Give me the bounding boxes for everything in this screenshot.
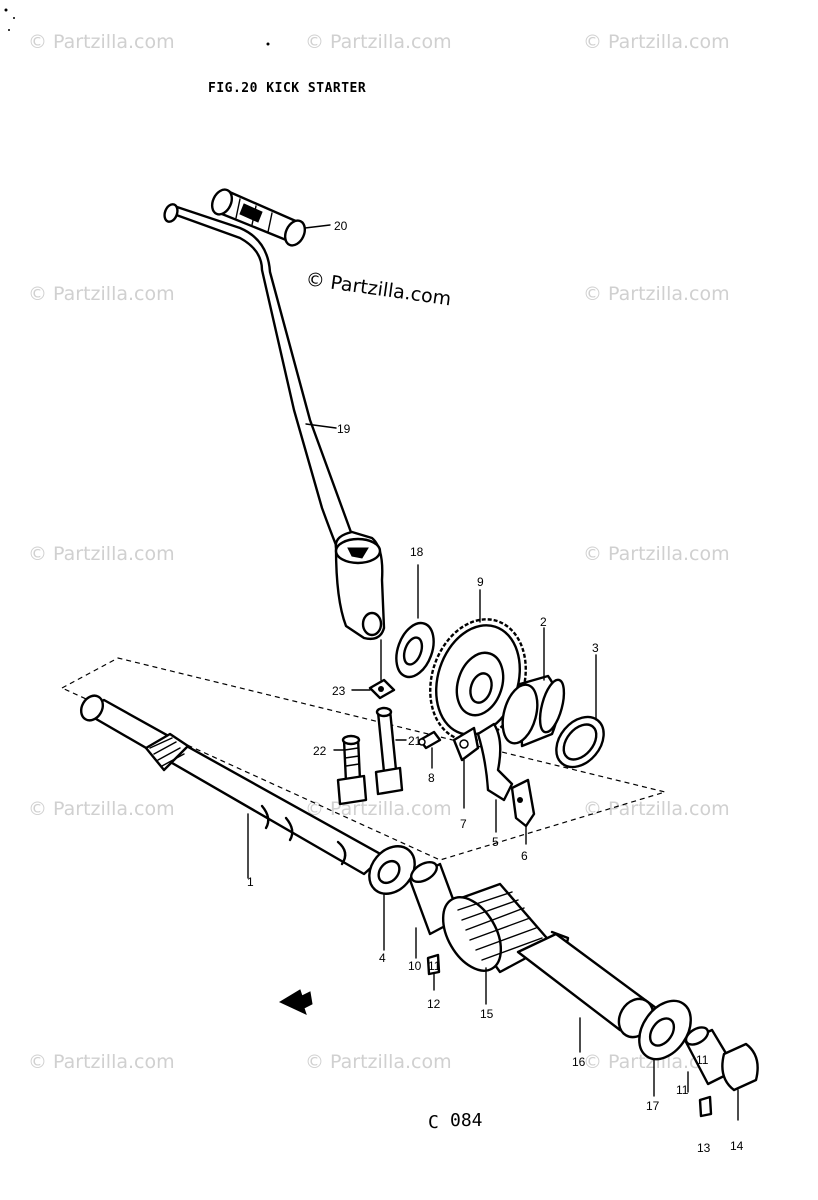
callout-6: 6 — [521, 849, 528, 863]
figure-code-prefix: C — [428, 1112, 439, 1133]
callout-12: 12 — [427, 997, 441, 1011]
drive-gear — [429, 618, 527, 742]
washer-17 — [638, 999, 692, 1061]
callout-14: 14 — [730, 1139, 744, 1153]
cap-14 — [721, 1042, 759, 1092]
subassembly-outline — [60, 657, 668, 861]
washer-23 — [368, 678, 396, 700]
scan-specks — [4, 8, 270, 46]
bolt-22 — [336, 734, 368, 806]
callout-labels: 1 2 3 4 5 6 7 8 9 10 11 11 11 12 13 14 1… — [247, 219, 744, 1155]
callout-11: 11 — [428, 959, 441, 973]
washer-4 — [368, 845, 416, 895]
callout-17: 17 — [646, 1099, 660, 1113]
callout-9: 9 — [477, 575, 484, 589]
callout-16: 16 — [572, 1055, 586, 1069]
figure-code: 084 — [450, 1110, 483, 1131]
callout-13: 13 — [697, 1141, 711, 1155]
bracket-6 — [510, 778, 536, 828]
watermark-center: © Partzilla.com — [304, 268, 452, 310]
kick-lever — [163, 203, 386, 641]
figure-title: FIG.20 KICK STARTER — [208, 81, 366, 96]
callout-11: 11 — [696, 1053, 709, 1067]
callout-15: 15 — [480, 1007, 494, 1021]
callout-19: 19 — [337, 422, 351, 436]
spacer-16 — [516, 932, 658, 1039]
watermark: © Partzilla.com — [305, 31, 452, 53]
watermark: © Partzilla.com — [583, 283, 730, 305]
callout-3: 3 — [592, 641, 599, 655]
watermark: © Partzilla.com — [583, 798, 730, 820]
guide-5 — [476, 722, 514, 802]
spring-ring — [555, 715, 605, 769]
watermark: © Partzilla.com — [28, 283, 175, 305]
callout-10: 10 — [408, 959, 422, 973]
callout-22: 22 — [313, 744, 327, 758]
callout-8: 8 — [428, 771, 435, 785]
grip-rubber — [210, 188, 307, 247]
stopper-7 — [452, 726, 480, 762]
watermark: © Partzilla.com — [28, 798, 175, 820]
callout-4: 4 — [379, 951, 386, 965]
callout-11: 11 — [676, 1083, 689, 1097]
leader-line — [305, 423, 337, 429]
watermark: © Partzilla.com — [305, 1051, 452, 1073]
callout-20: 20 — [334, 219, 348, 233]
callout-5: 5 — [492, 835, 499, 849]
callout-7: 7 — [460, 817, 467, 831]
leader-line — [304, 224, 331, 229]
callout-23: 23 — [332, 684, 346, 698]
washer-18 — [395, 621, 435, 679]
pin-12 — [426, 953, 441, 976]
watermark: © Partzilla.com — [583, 543, 730, 565]
callout-1: 1 — [247, 875, 254, 889]
callout-18: 18 — [410, 545, 424, 559]
bolt-21 — [374, 706, 404, 796]
pin-8 — [418, 730, 442, 750]
callout-21: 21 — [408, 734, 422, 748]
callout-2: 2 — [540, 615, 547, 629]
watermark: © Partzilla.com — [28, 31, 175, 53]
spindle-hub — [501, 674, 566, 748]
watermark: © Partzilla.com — [583, 31, 730, 53]
pin-13 — [698, 1095, 713, 1118]
watermark: © Partzilla.com — [28, 1051, 175, 1073]
front-arrow-icon — [278, 989, 313, 1015]
watermark: © Partzilla.com — [28, 543, 175, 565]
